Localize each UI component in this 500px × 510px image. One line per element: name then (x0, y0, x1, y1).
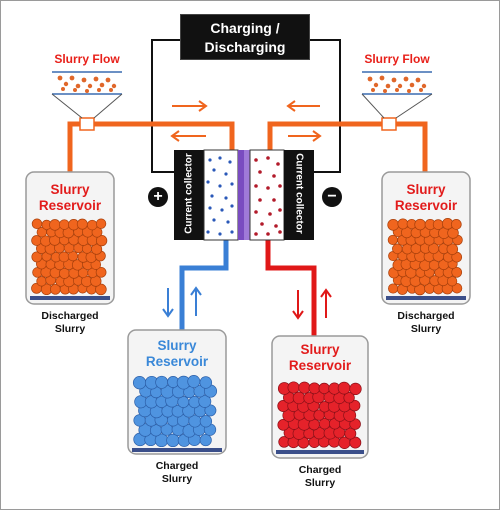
caption-right: Discharged Slurry (376, 310, 476, 336)
slurry-particle (59, 219, 70, 230)
slurry-particle (348, 399, 361, 412)
slurry-particle (49, 219, 61, 231)
slurry-particle (198, 394, 212, 408)
slurry-particle (432, 219, 444, 230)
slurry-particle (155, 375, 169, 389)
slurry-flow-funnel-left (51, 71, 123, 119)
slurry-particle (95, 234, 108, 247)
slurry-particle (388, 283, 399, 294)
slurry-particle (337, 381, 351, 395)
reservoir-red-title-line2: Reservoir (288, 358, 352, 373)
slurry-particle (451, 282, 463, 294)
slurry-particle (318, 382, 330, 395)
red-pipe (265, 240, 317, 336)
blue-arrows (162, 286, 202, 318)
slurry-particle (187, 375, 201, 388)
reservoir-blue-title-line1: Slurry (157, 338, 197, 353)
orange-arrows (170, 100, 322, 142)
slurry-flow-label-left: Slurry Flow (54, 52, 120, 66)
slurry-flow-funnel-right (361, 71, 433, 119)
slurry-particle (58, 251, 70, 263)
reservoir-right-title-line1: Slurry (406, 182, 446, 197)
slurry-particle (95, 283, 107, 296)
slurry-particle (450, 219, 462, 230)
caption-left-line2: Slurry (54, 323, 86, 335)
slurry-particle (204, 404, 217, 417)
circuit-wire (151, 39, 341, 173)
reservoir-blue-title-line2: Reservoir (145, 354, 209, 369)
negative-terminal: − (322, 187, 342, 207)
slurry-particle (91, 243, 103, 255)
caption-red: Charged Slurry (272, 464, 368, 490)
valve-right (381, 117, 397, 131)
caption-left-line1: Discharged (41, 310, 99, 322)
valve-left (79, 117, 95, 131)
slurry-particle (199, 434, 212, 447)
slurry-particle (451, 266, 463, 278)
caption-right-line2: Slurry (410, 323, 442, 335)
reservoir-red-vessel (271, 335, 369, 459)
slurry-particle (287, 381, 300, 394)
slurry-particle (344, 427, 357, 440)
caption-right-line1: Discharged (397, 310, 455, 322)
caption-left: Discharged Slurry (20, 310, 120, 336)
reservoir-left-title-line1: Slurry (50, 182, 90, 197)
reservoir-left-vessel (25, 171, 115, 305)
red-arrows (292, 288, 332, 320)
slurry-particle (349, 382, 362, 396)
caption-blue: Charged Slurry (128, 460, 226, 486)
slurry-particle (95, 266, 107, 278)
orange-pipes (67, 121, 428, 175)
reservoir-right-title: Slurry Reservoir (382, 182, 470, 214)
caption-red-line2: Slurry (304, 477, 336, 489)
slurry-particle (397, 218, 409, 230)
slurry-particle (446, 276, 458, 287)
slurry-particle (76, 218, 88, 230)
slurry-particle (132, 376, 147, 390)
slurry-particle (199, 415, 213, 428)
slurry-particle (387, 219, 400, 231)
cell-particles-red (254, 156, 282, 236)
reservoir-right-title-line2: Reservoir (394, 198, 458, 213)
slurry-particle (36, 276, 47, 287)
reservoir-blue-title: Slurry Reservoir (128, 338, 226, 370)
caption-red-line1: Charged (298, 464, 342, 476)
slurry-particle (298, 381, 311, 394)
slurry-particle (31, 218, 43, 230)
reservoir-blue-vessel (127, 329, 227, 455)
title-line2: Discharging (204, 39, 286, 55)
reservoir-left-title-line2: Reservoir (38, 198, 102, 213)
slurry-particle (86, 219, 98, 231)
charging-discharging-label: Charging / Discharging (180, 14, 310, 60)
caption-blue-line1: Charged (155, 460, 199, 472)
reservoir-left-title: Slurry Reservoir (26, 182, 114, 214)
slurry-particle (292, 391, 306, 405)
reservoir-red-title-line1: Slurry (300, 342, 340, 357)
reservoir-right-vessel (381, 171, 471, 305)
slurry-particle (343, 408, 357, 422)
current-collector-right: Current collector (293, 153, 305, 234)
slurry-particle (166, 433, 180, 448)
reservoir-red-title: Slurry Reservoir (272, 342, 368, 374)
title-line1: Charging / (210, 20, 280, 36)
slurry-particle (95, 218, 107, 229)
cell-particles-blue (206, 156, 234, 236)
slurry-particle (446, 243, 459, 255)
slurry-particle (199, 376, 213, 389)
slurry-particle (414, 218, 426, 231)
slurry-particle (308, 382, 321, 395)
caption-blue-line2: Slurry (161, 473, 193, 485)
slurry-particle (349, 436, 362, 449)
blue-pipe (179, 240, 229, 330)
positive-terminal: + (148, 187, 168, 207)
current-collector-left: Current collector (183, 153, 195, 234)
slurry-flow-label-right: Slurry Flow (364, 52, 430, 66)
slurry-particle (343, 392, 355, 404)
